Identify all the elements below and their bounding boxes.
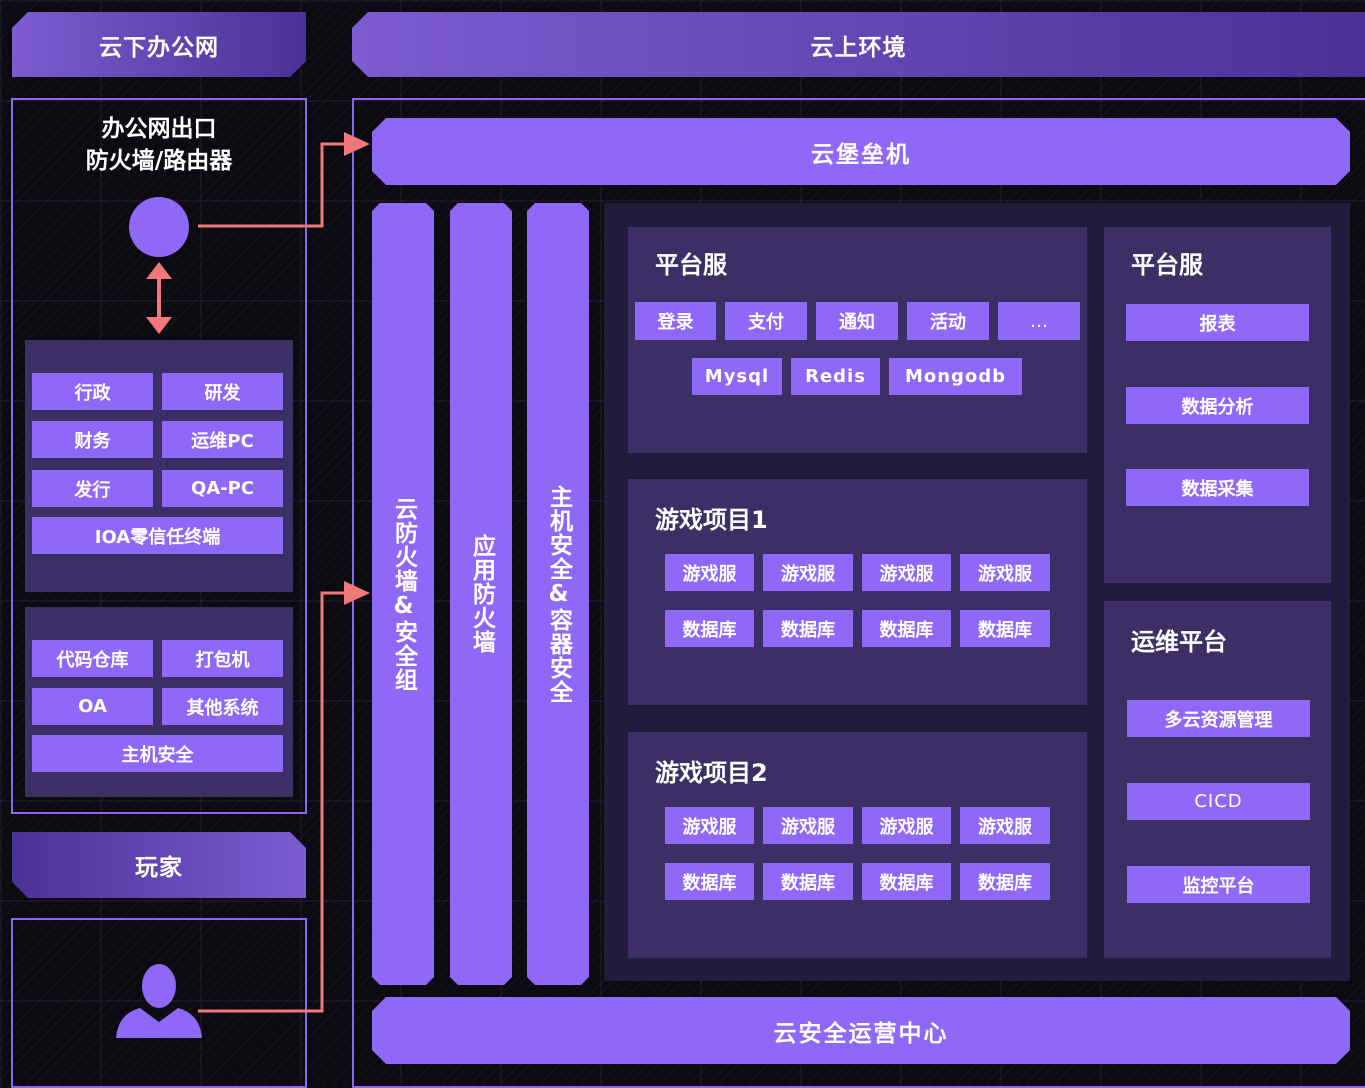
game2-server-3: 游戏服 [862, 807, 951, 844]
service-payment: 支付 [725, 302, 807, 340]
game1-server-4: 游戏服 [960, 554, 1050, 591]
terminal-admin: 行政 [32, 373, 153, 410]
firewall-router-node [129, 197, 189, 257]
game1-db-1: 数据库 [665, 610, 754, 647]
player-to-cloud-arrow-icon [198, 581, 370, 1013]
terminal-qa-pc: QA-PC [162, 470, 283, 507]
service-activity: 活动 [907, 302, 989, 340]
platform-services-panel [628, 227, 1087, 453]
service-data-collection: 数据采集 [1126, 469, 1309, 506]
game-project-1-panel [628, 479, 1087, 705]
system-other: 其他系统 [162, 688, 283, 725]
game1-server-2: 游戏服 [763, 554, 853, 591]
office-network-container [11, 98, 307, 814]
terminal-ioa-zero-trust: IOA零信任终端 [32, 517, 283, 554]
ops-multicloud-management: 多云资源管理 [1127, 700, 1310, 737]
office-to-bastion-arrow-icon [198, 132, 370, 228]
ops-cicd: CICD [1127, 783, 1310, 820]
app-firewall-bar: 应用防火墙 [450, 203, 512, 985]
game-project-1-title: 游戏项目1 [655, 506, 768, 534]
service-notification: 通知 [816, 302, 898, 340]
player-header: 玩家 [12, 832, 306, 898]
ops-platform-title: 运维平台 [1131, 628, 1227, 656]
game2-server-2: 游戏服 [763, 807, 853, 844]
game1-db-2: 数据库 [763, 610, 853, 647]
terminal-finance: 财务 [32, 421, 153, 458]
platform-services-title: 平台服 [655, 251, 727, 279]
system-code-repo: 代码仓库 [32, 640, 153, 677]
cloud-firewall-bar: 云防火墙&安全组 [372, 203, 434, 985]
service-data-analysis: 数据分析 [1126, 387, 1309, 424]
terminal-ops-pc: 运维PC [162, 421, 283, 458]
office-exit-title-line1: 办公网出口 [101, 116, 217, 142]
system-oa: OA [32, 688, 153, 725]
player-user-icon [116, 964, 202, 1038]
host-container-security-label: 主机安全&容器安全 [545, 484, 572, 704]
db-redis: Redis [791, 358, 880, 395]
game2-db-4: 数据库 [960, 863, 1050, 900]
security-ops-center-bar: 云安全运营中心 [372, 997, 1350, 1064]
system-host-security: 主机安全 [32, 735, 283, 772]
offline-office-header: 云下办公网 [12, 12, 306, 77]
security-ops-center-label: 云安全运营中心 [773, 1020, 949, 1047]
game2-db-3: 数据库 [862, 863, 951, 900]
ops-monitoring: 监控平台 [1127, 866, 1310, 903]
cloud-firewall-label: 云防火墙&安全组 [390, 496, 417, 692]
offline-office-title: 云下办公网 [99, 34, 219, 61]
system-build-machine: 打包机 [162, 640, 283, 677]
game-project-2-title: 游戏项目2 [655, 759, 768, 787]
game2-db-2: 数据库 [763, 863, 853, 900]
db-mysql: Mysql [692, 358, 782, 395]
bastion-host-label: 云堡垒机 [811, 141, 911, 168]
game1-server-3: 游戏服 [862, 554, 951, 591]
platform-side-title: 平台服 [1131, 251, 1203, 279]
terminal-rnd: 研发 [162, 373, 283, 410]
game2-db-1: 数据库 [665, 863, 754, 900]
game1-db-3: 数据库 [862, 610, 951, 647]
game2-server-4: 游戏服 [960, 807, 1050, 844]
cloud-env-title: 云上环境 [810, 34, 907, 61]
bastion-host-bar: 云堡垒机 [372, 118, 1350, 185]
player-title: 玩家 [135, 855, 183, 881]
db-mongodb: Mongodb [889, 358, 1022, 395]
game2-server-1: 游戏服 [665, 807, 754, 844]
bidirectional-arrow-icon [146, 262, 172, 334]
game-project-2-panel [628, 732, 1087, 958]
service-reports: 报表 [1126, 304, 1309, 341]
cloud-env-header: 云上环境 [352, 12, 1365, 77]
office-exit-title: 办公网出口 防火墙/路由器 [11, 112, 307, 178]
office-exit-title-line2: 防火墙/路由器 [85, 148, 233, 174]
game1-server-1: 游戏服 [665, 554, 754, 591]
service-login: 登录 [635, 302, 716, 340]
app-firewall-label: 应用防火墙 [468, 534, 495, 654]
host-container-security-bar: 主机安全&容器安全 [527, 203, 589, 985]
service-more: … [998, 302, 1080, 340]
terminal-publishing: 发行 [32, 470, 153, 507]
game1-db-4: 数据库 [960, 610, 1050, 647]
